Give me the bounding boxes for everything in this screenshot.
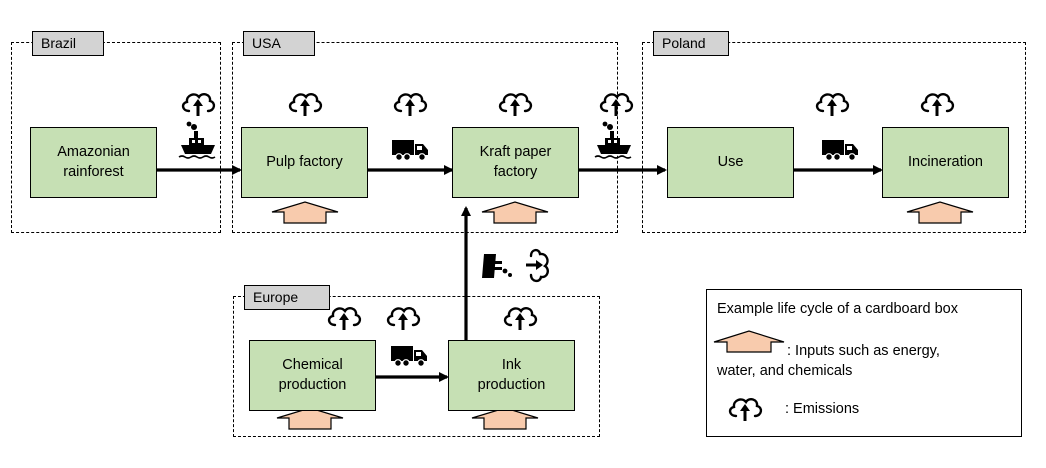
node-incineration: Incineration (882, 127, 1009, 198)
region-label-brazil: Brazil (32, 31, 104, 56)
region-label-poland: Poland (653, 31, 729, 56)
emission-cloud-icon (599, 92, 634, 118)
input-arrow-icon (906, 201, 974, 224)
node-chemical-production: Chemical production (249, 340, 376, 411)
legend-emission-cloud-icon (728, 398, 763, 421)
emission-cloud-icon (920, 92, 955, 118)
pipeline-icon (482, 254, 512, 278)
emission-cloud-icon (181, 92, 216, 118)
emission-cloud-icon (498, 92, 533, 118)
truck-icon (391, 139, 429, 161)
region-label-europe: Europe (244, 285, 330, 310)
node-ink-production: Ink production (448, 340, 575, 411)
input-arrow-icon (481, 201, 549, 224)
legend-input-arrow-icon (713, 330, 785, 353)
emission-cloud-icon (386, 306, 421, 332)
input-arrow-icon (271, 201, 339, 224)
truck-icon (821, 139, 859, 161)
emission-cloud-icon (288, 92, 323, 118)
region-europe (233, 296, 600, 437)
node-amazonian-rainforest: Amazonian rainforest (30, 127, 157, 198)
ship-icon (178, 120, 216, 159)
emission-cloud-icon (393, 92, 428, 118)
node-kraft-paper-factory: Kraft paper factory (452, 127, 579, 198)
region-poland (642, 42, 1026, 233)
input-arrow-icon (276, 407, 344, 430)
legend-inputs-label: : Inputs such as energy, (787, 343, 940, 359)
ship-icon (594, 120, 632, 159)
emission-cloud-icon (815, 92, 850, 118)
legend-inputs-label-cont: water, and chemicals (717, 363, 853, 379)
region-label-usa: USA (243, 31, 315, 56)
emission-cloud-icon (503, 306, 538, 332)
region-brazil (11, 42, 221, 233)
legend-emissions-label: : Emissions (785, 401, 860, 417)
input-arrow-icon (471, 407, 539, 430)
emission-cloud-icon (327, 306, 362, 332)
legend: Example life cycle of a cardboard box : … (706, 289, 1022, 437)
cloud-arrow-right-icon (524, 248, 550, 283)
node-use: Use (667, 127, 794, 198)
legend-title: Example life cycle of a cardboard box (717, 301, 958, 317)
truck-icon (390, 345, 428, 367)
node-pulp-factory: Pulp factory (241, 127, 368, 198)
region-usa (232, 42, 618, 233)
